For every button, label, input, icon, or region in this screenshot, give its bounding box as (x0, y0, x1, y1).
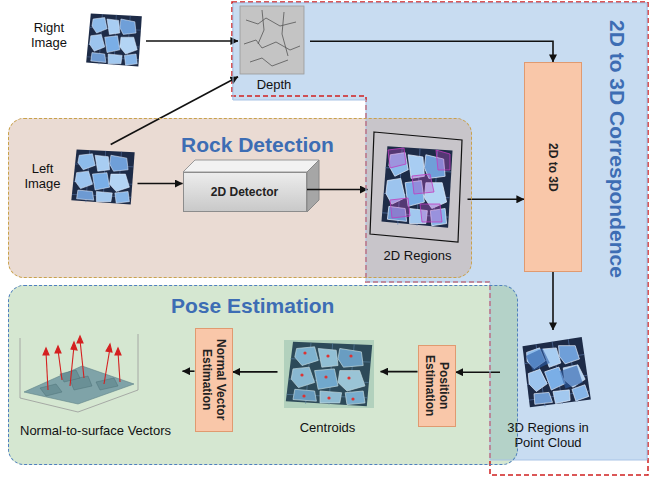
detector-block (183, 160, 319, 172)
2d-regions-picture (370, 132, 462, 242)
2d-regions-picture (370, 132, 462, 242)
image-caption: Depth (244, 77, 304, 92)
normal-vectors-plot (60, 370, 80, 382)
process-box: Normal Vector Estimation (195, 328, 233, 432)
image-node: Right Image (18, 10, 146, 72)
normal-vectors-plot (104, 348, 110, 384)
normal-vectors-plot (24, 366, 134, 404)
normal-vectors-plot (77, 336, 83, 343)
box-label: Position Estimation (423, 350, 451, 422)
process-box: 2D to 3D (524, 62, 582, 272)
point-cloud-picture (525, 347, 551, 371)
normal-vectors-plot (43, 348, 49, 355)
flow-arrow (456, 371, 501, 373)
normal-vectors-plot (58, 350, 62, 380)
box-label: 2D Detector (211, 185, 278, 199)
normal-vectors-plot (46, 352, 48, 390)
box-label: 2D to 3D (546, 67, 560, 267)
normal-vectors-plot (118, 352, 120, 382)
flow-arrow (310, 41, 553, 62)
normal-vectors-plot (70, 346, 74, 386)
image-caption: Left Image (16, 161, 70, 191)
normal-vectors-plot (80, 340, 84, 378)
left-image-picture (71, 149, 134, 204)
flow-arrow (138, 183, 183, 185)
centroids-picture (326, 354, 329, 357)
depth-map-picture (240, 6, 304, 74)
depth-map-picture (240, 6, 304, 74)
point-cloud-picture (517, 334, 595, 413)
detector-block (183, 160, 319, 212)
2d-regions-picture (388, 148, 406, 168)
image-node: 3D Regions in Point Cloud (500, 330, 597, 458)
flow-arrow (146, 40, 238, 42)
centroids-picture (300, 351, 354, 400)
right-image-picture (86, 13, 142, 66)
image-node: Depth (238, 4, 310, 95)
normal-vectors-plot (43, 336, 121, 390)
point-cloud-picture (517, 334, 595, 413)
image-caption: 2D Regions (372, 248, 464, 263)
2d-regions-picture (412, 174, 434, 194)
right-image-picture (86, 13, 142, 66)
panel-title: Pose Estimation (171, 294, 334, 318)
2d-regions-picture (388, 148, 450, 222)
normal-vectors-plot (40, 370, 118, 396)
normal-vectors-plot (55, 346, 61, 353)
centroids-picture (327, 396, 330, 399)
normal-vectors-plot (71, 342, 77, 350)
centroids-picture (351, 397, 354, 400)
image-node: 2D Regions (368, 128, 468, 266)
image-caption: 3D Regions in Point Cloud (502, 420, 594, 450)
panel-title: 2D to 3D Correspondence (605, 20, 629, 278)
normal-vectors-plot (20, 334, 138, 412)
image-node: Centroids (278, 336, 381, 440)
flow-arrow (381, 371, 418, 373)
2d-regions-picture (381, 146, 452, 228)
image-caption: Centroids (278, 420, 378, 435)
panel-outline (233, 3, 647, 460)
centroids-picture (284, 340, 374, 408)
centroids-picture (284, 340, 374, 408)
centroids-picture (303, 351, 306, 354)
detection-region (8, 118, 472, 278)
panel-title: Rock Detection (181, 133, 334, 157)
pose-panel: Pose EstimationPosition EstimationCentro… (8, 285, 518, 465)
normal-vectors-plot (115, 348, 121, 355)
centroids-picture (302, 394, 305, 397)
process-box: 2D Detector (183, 172, 307, 212)
depth-map-picture (244, 10, 300, 66)
2d-regions-picture (420, 204, 442, 222)
2d-regions-picture (390, 198, 410, 218)
flow-arrow (552, 272, 554, 330)
left-image-picture (71, 149, 134, 204)
centroids-picture (324, 375, 327, 378)
detector-block (307, 160, 319, 212)
normal-vectors-plot (106, 344, 112, 352)
centroids-picture (349, 354, 352, 357)
image-node: Left Image (16, 145, 138, 210)
centroids-picture (300, 373, 303, 376)
centroids-picture (347, 376, 350, 379)
flow-arrow (233, 371, 278, 373)
pose-region (8, 285, 518, 465)
point-cloud-picture (559, 365, 583, 389)
box-label: Normal Vector Estimation (200, 333, 228, 427)
normal-vectors-plot (96, 378, 118, 390)
detection-panel: Rock DetectionLeft Image 2D Detector 2D Re… (8, 118, 472, 278)
normal-vectors-plot (20, 334, 138, 412)
flow-arrow (307, 189, 368, 191)
normal-vectors-plot (40, 384, 62, 396)
red-dashed-outline (232, 2, 648, 475)
2d-regions-picture (436, 150, 450, 170)
image-caption: Normal-to-surface Vectors (12, 423, 180, 438)
image-node: Normal-to-surface Vectors (12, 325, 183, 443)
flow-arrow (183, 370, 195, 372)
flow-arrow (468, 199, 525, 201)
image-caption: Right Image (20, 20, 78, 50)
process-box: Position Estimation (418, 345, 456, 427)
